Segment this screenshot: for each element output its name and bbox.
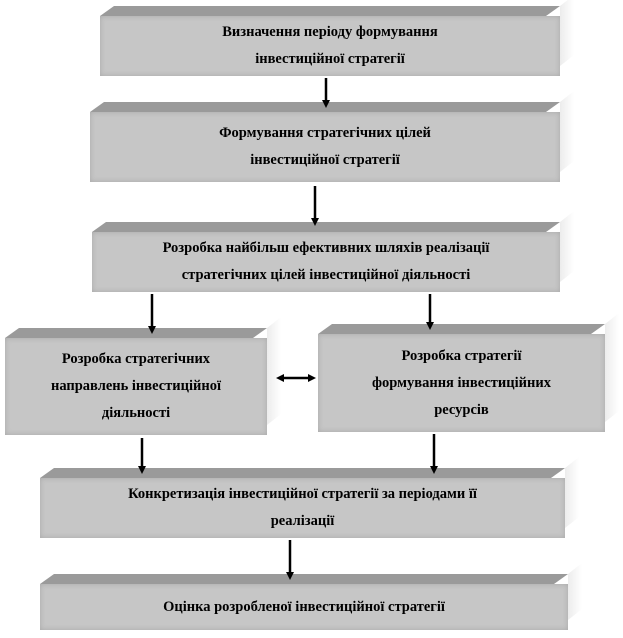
box-concretization-text: Конкретизація інвестиційної стратегії за… <box>128 486 477 529</box>
box-define-period-text: Визначення періоду формування інвестицій… <box>222 24 438 67</box>
box-strategic-goals-text: Формування стратегічних цілей інвестицій… <box>219 125 431 168</box>
box-resource-strategy-text: Розробка стратегії формування інвестицій… <box>372 347 551 418</box>
box-evaluation: Оцінка розробленої інвестиційної стратег… <box>40 563 582 630</box>
box-effective-ways-text: Розробка найбільш ефективних шляхів реал… <box>162 240 490 283</box>
box-effective-ways: Розробка найбільш ефективних шляхів реал… <box>92 211 574 292</box>
box-strategic-directions: Розробка стратегічних направлень інвести… <box>5 317 281 435</box>
box-concretization: Конкретизація інвестиційної стратегії за… <box>40 457 579 538</box>
box-resource-strategy: Розробка стратегії формування інвестицій… <box>318 313 619 432</box>
box-strategic-directions-text: Розробка стратегічних направлень інвести… <box>50 351 222 421</box>
box-define-period: Визначення періоду формування інвестицій… <box>100 0 574 76</box>
box-evaluation-text: Оцінка розробленої інвестиційної стратег… <box>163 598 445 615</box>
